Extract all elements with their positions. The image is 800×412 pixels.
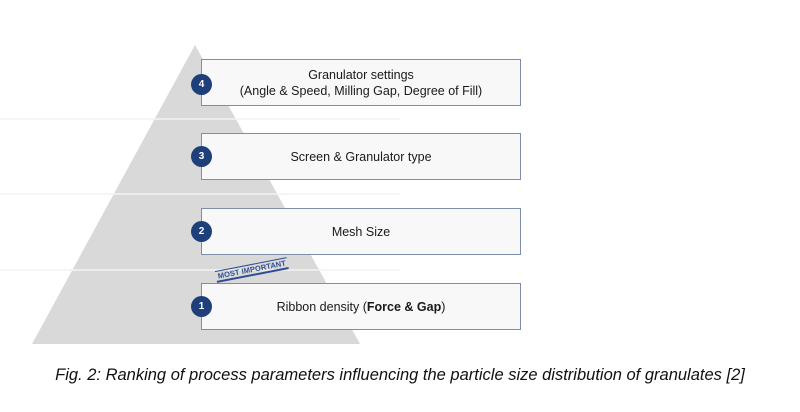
rank-badge-4: 4 <box>191 74 212 95</box>
level-4-box: Granulator settings (Angle & Speed, Mill… <box>201 59 521 106</box>
level-3-box: Screen & Granulator type <box>201 133 521 180</box>
level-4-title: Granulator settings <box>308 67 414 82</box>
rank-badge-2: 2 <box>191 221 212 242</box>
level-1-title: Ribbon density (Force & Gap) <box>276 299 446 314</box>
level-1-title-bold: Force & Gap <box>366 299 442 314</box>
figure-caption: Fig. 2: Ranking of process parameters in… <box>55 366 745 384</box>
rank-badge-1: 1 <box>191 296 212 317</box>
level-1-box: Ribbon density (Force & Gap) <box>201 283 521 330</box>
level-4-subtitle: (Angle & Speed, Milling Gap, Degree of F… <box>239 83 483 98</box>
level-2-title: Mesh Size <box>331 224 391 239</box>
level-3-title: Screen & Granulator type <box>290 149 432 164</box>
level-2-box: Mesh Size <box>201 208 521 255</box>
rank-badge-3: 3 <box>191 146 212 167</box>
